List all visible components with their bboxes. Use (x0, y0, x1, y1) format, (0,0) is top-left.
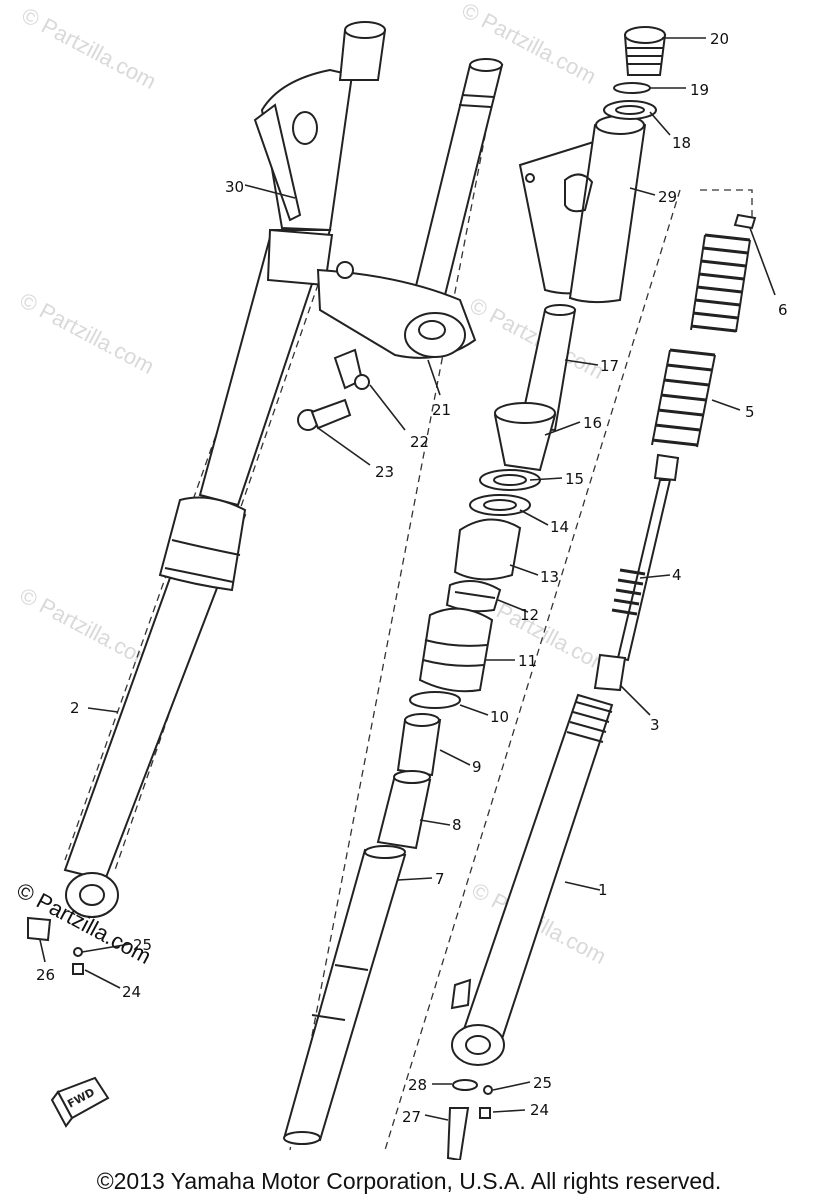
callout-29: 29 (658, 188, 677, 206)
bolt-26 (27, 916, 52, 942)
washer-28 (452, 1079, 478, 1091)
copyright-text: ©2013 Yamaha Motor Corporation, U.S.A. A… (96, 1167, 722, 1194)
leader-lines (39, 37, 776, 1121)
inner-tube-7 (283, 848, 407, 1142)
callout-12: 12 (520, 606, 539, 624)
callout-25-right: 25 (533, 1074, 552, 1092)
damper-rod-4 (611, 453, 680, 662)
callout-14: 14 (550, 518, 569, 536)
fork-cap-20 (623, 26, 667, 76)
callout-7: 7 (435, 870, 445, 888)
callout-4: 4 (672, 566, 682, 584)
upper-bracket-30 (253, 21, 387, 287)
callout-5: 5 (745, 403, 755, 421)
steering-stem (297, 58, 504, 431)
fwd-direction-badge: FWD (50, 1076, 110, 1128)
callout-17: 17 (600, 357, 619, 375)
bushing-8 (376, 773, 432, 850)
callout-20: 20 (710, 30, 729, 48)
callout-8: 8 (452, 816, 462, 834)
callout-labels: 1 2 3 4 5 6 7 8 9 10 11 12 13 14 15 16 1… (36, 30, 788, 1126)
watermark: © Partzilla.com (16, 287, 159, 379)
callout-22: 22 (410, 433, 429, 451)
callout-11: 11 (518, 652, 537, 670)
callout-27: 27 (402, 1108, 421, 1126)
dust-seal-13 (453, 518, 522, 581)
callout-10: 10 (490, 708, 509, 726)
bolt-27 (446, 1107, 470, 1160)
oil-seal-11 (418, 607, 494, 693)
left-fork-tube (63, 229, 332, 918)
callout-18: 18 (672, 134, 691, 152)
right-upper-bracket-29 (518, 115, 647, 304)
callout-24-left: 24 (122, 983, 141, 1001)
o-ring-19 (613, 82, 651, 94)
callout-9: 9 (472, 758, 482, 776)
ring-10 (409, 691, 461, 709)
washer-18 (603, 100, 657, 120)
callout-6: 6 (778, 301, 788, 319)
callout-26: 26 (36, 966, 55, 984)
callout-15: 15 (565, 470, 584, 488)
washer-25-left (73, 947, 83, 957)
callout-3: 3 (650, 716, 660, 734)
callout-28: 28 (408, 1076, 427, 1094)
bushing-9 (396, 719, 442, 777)
callout-24-right: 24 (530, 1101, 549, 1119)
watermark: © Partzilla.com (18, 2, 161, 94)
callout-23: 23 (375, 463, 394, 481)
callout-21: 21 (432, 401, 451, 419)
spring-6 (690, 213, 757, 333)
copyright-footer: ©2013 Yamaha Motor Corporation, U.S.A. A… (0, 1162, 818, 1200)
washer-14 (469, 494, 531, 516)
part-3 (593, 653, 627, 692)
spring-5 (651, 348, 716, 448)
washer-25-right (483, 1085, 493, 1095)
callout-1: 1 (598, 881, 608, 899)
outer-tube-1 (450, 693, 614, 1066)
callout-2: 2 (70, 699, 80, 717)
callout-30: 30 (225, 178, 244, 196)
callout-19: 19 (690, 81, 709, 99)
center-parts-column (283, 304, 577, 1145)
watermark: © Partzilla.com (16, 582, 159, 674)
fork-exploded-diagram: © Partzilla.com © Partzilla.com © Partzi… (13, 0, 788, 1160)
callout-25-left: 25 (133, 936, 152, 954)
nut-24-right (479, 1107, 491, 1119)
callout-16: 16 (583, 414, 602, 432)
clip-12 (445, 580, 502, 613)
nut-24-left (72, 963, 84, 975)
callout-13: 13 (540, 568, 559, 586)
